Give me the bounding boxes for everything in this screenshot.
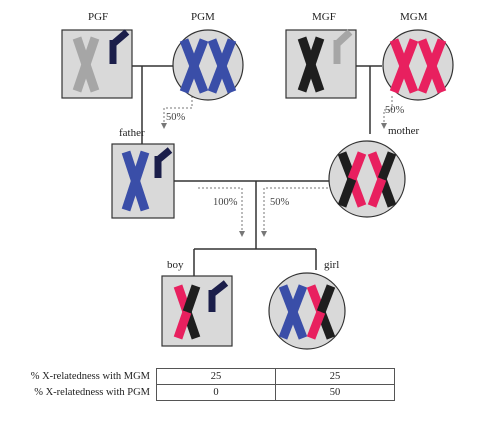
father-y-chromosome bbox=[154, 147, 173, 178]
mother-to-children-arrow bbox=[261, 187, 332, 237]
girl-circle bbox=[268, 272, 346, 350]
girl-pgm-value: 50 bbox=[275, 384, 395, 401]
pgm-to-father-arrow bbox=[161, 96, 193, 129]
father-node: father bbox=[111, 127, 175, 219]
mgm-x-chromosome-1 bbox=[389, 38, 419, 94]
mother-node: mother bbox=[328, 125, 419, 218]
pgf-x-chromosome bbox=[72, 36, 100, 93]
mgf-label: MGF bbox=[312, 11, 336, 23]
girl-x-chromosome-maternal bbox=[306, 284, 336, 340]
boy-x-chromosome bbox=[173, 284, 201, 340]
mgf-node: MGF bbox=[285, 11, 357, 99]
mother-circle bbox=[328, 140, 406, 218]
girl-x-chromosome-paternal bbox=[278, 284, 308, 340]
pgm-x-chromosome-2 bbox=[207, 38, 237, 94]
mgf-y-chromosome bbox=[333, 29, 353, 64]
father-to-girl-arrow bbox=[198, 187, 245, 237]
row-label: % X-relatedness with PGM bbox=[34, 387, 150, 398]
inheritance-arrows bbox=[161, 96, 393, 237]
pgm-x-chromosome-1 bbox=[179, 38, 209, 94]
mgm-label: MGM bbox=[400, 11, 428, 23]
boy-label: boy bbox=[167, 259, 184, 271]
mgm-to-mother-percent: 50% bbox=[385, 105, 405, 116]
pgf-node: PGF bbox=[61, 11, 133, 99]
table-row: % X-relatedness with PGM 0 50 bbox=[0, 384, 395, 401]
father-label: father bbox=[119, 127, 145, 139]
mother-x-chromosome-1 bbox=[337, 151, 367, 208]
pgm-node: PGM bbox=[172, 11, 244, 101]
boy-mgm-value: 25 bbox=[156, 368, 276, 385]
father-to-girl-percent: 100% bbox=[213, 197, 238, 208]
mgm-to-mother-arrow bbox=[381, 96, 393, 129]
mgf-x-chromosome bbox=[297, 36, 325, 93]
girl-node: girl bbox=[268, 259, 346, 350]
table-row: % X-relatedness with MGM 25 25 bbox=[0, 368, 395, 385]
father-x-chromosome bbox=[121, 150, 150, 212]
mgm-node: MGM bbox=[382, 11, 454, 101]
girl-label: girl bbox=[324, 259, 339, 271]
pgm-to-father-percent: 50% bbox=[166, 112, 186, 123]
mother-x-chromosome-2 bbox=[367, 151, 397, 208]
relatedness-table: % X-relatedness with MGM 25 25 % X-relat… bbox=[0, 368, 395, 401]
pgm-label: PGM bbox=[191, 11, 215, 23]
boy-y-chromosome bbox=[208, 280, 229, 312]
pgf-label: PGF bbox=[88, 11, 108, 23]
girl-mgm-value: 25 bbox=[275, 368, 395, 385]
mgm-x-chromosome-2 bbox=[417, 38, 447, 94]
mother-to-children-percent: 50% bbox=[270, 197, 290, 208]
pgf-y-chromosome bbox=[109, 29, 130, 64]
mother-label: mother bbox=[388, 125, 419, 137]
boy-pgm-value: 0 bbox=[156, 384, 276, 401]
boy-node: boy bbox=[161, 259, 233, 347]
row-label: % X-relatedness with MGM bbox=[30, 371, 150, 382]
